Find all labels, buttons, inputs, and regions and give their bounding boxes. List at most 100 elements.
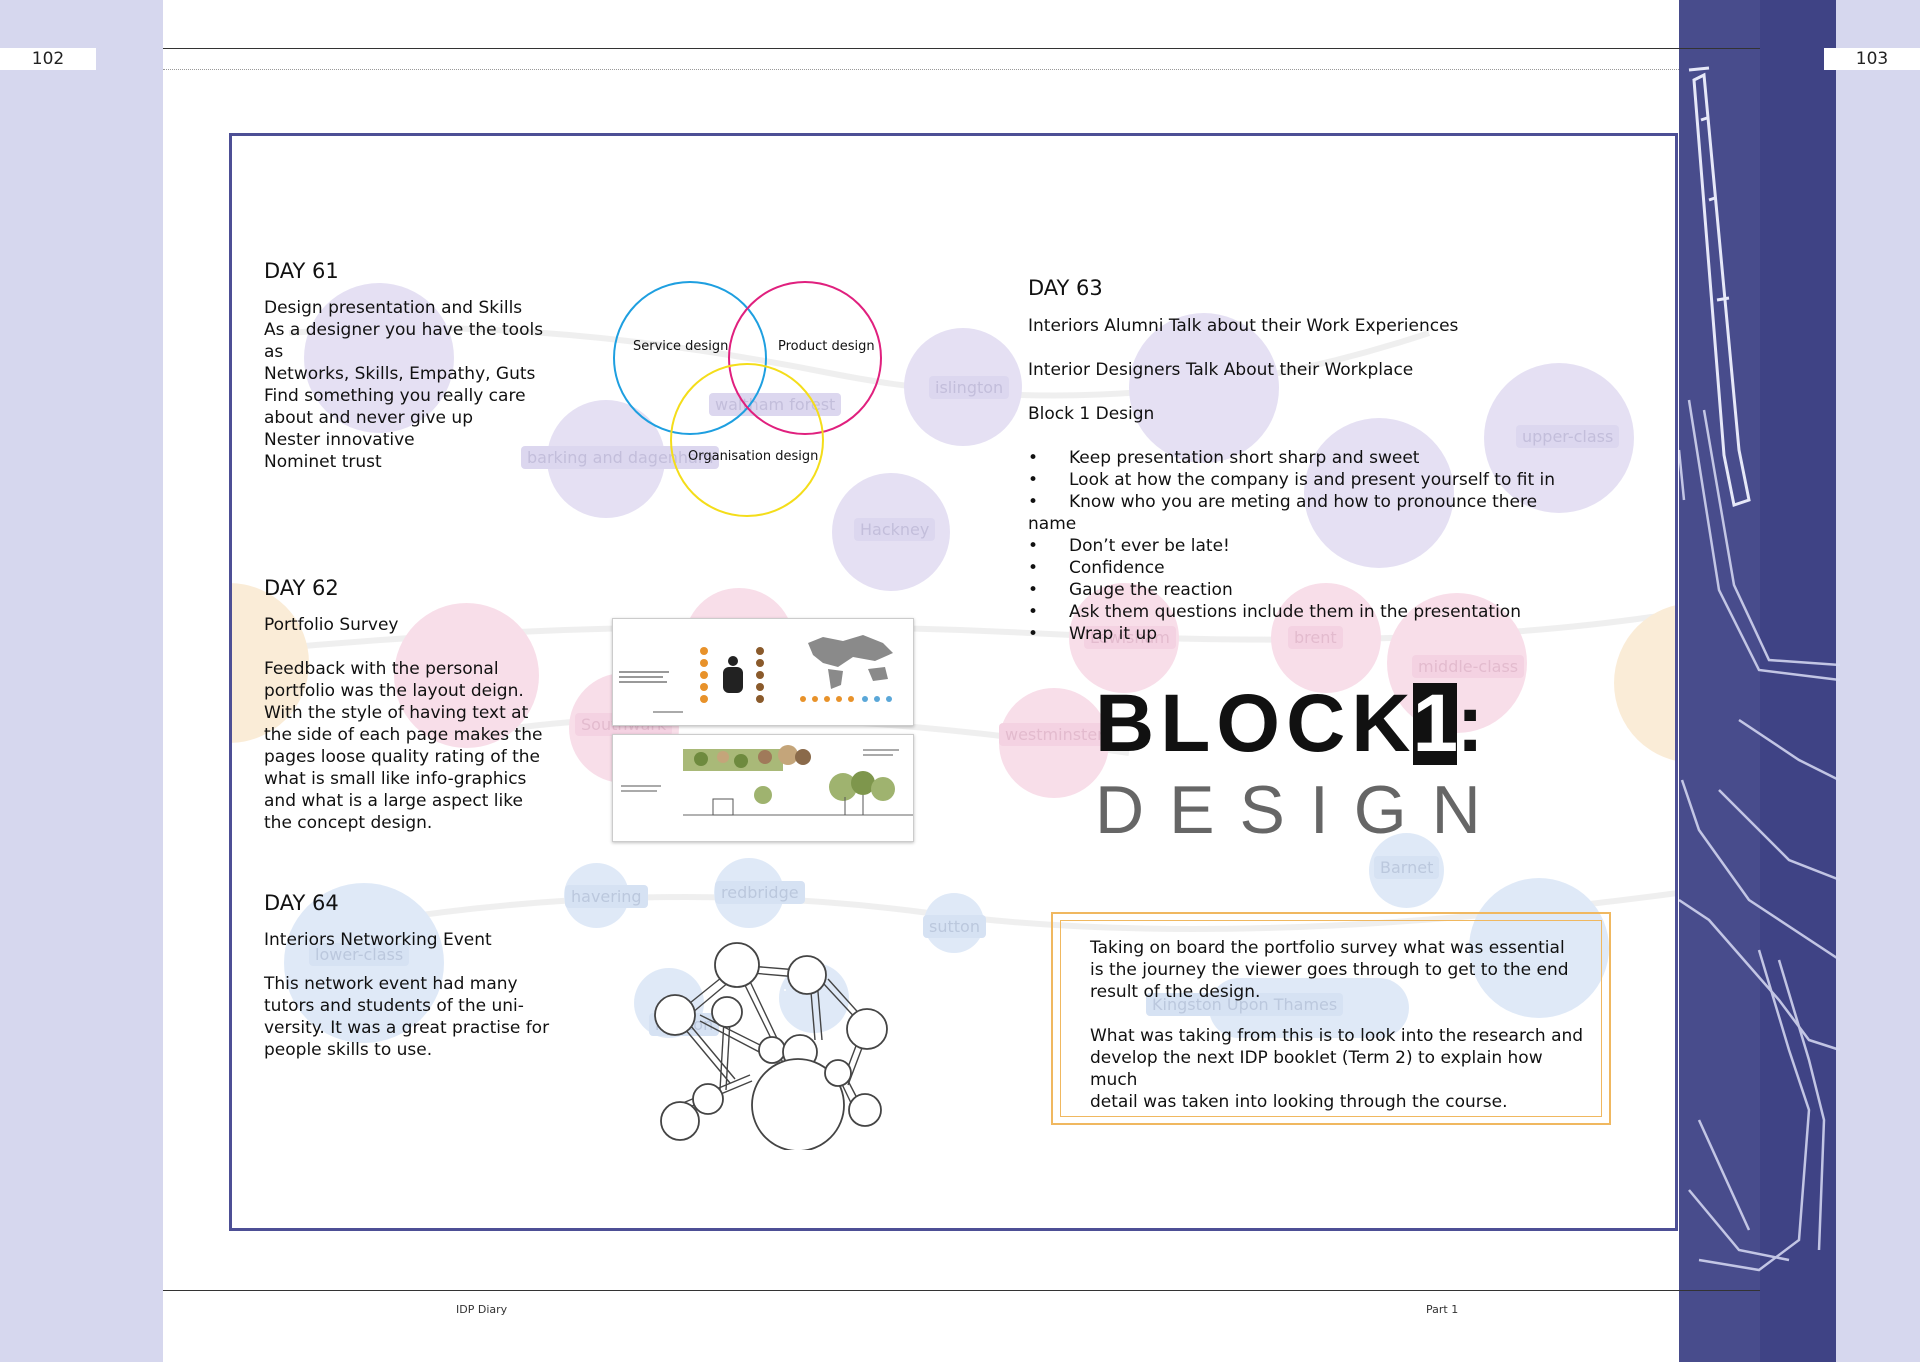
map-label: upper-class (1516, 425, 1620, 448)
list-item-text: Wrap it up (1069, 624, 1158, 644)
bubble-pink (999, 688, 1109, 798)
page-number-left: 102 (0, 48, 96, 70)
day63-designers-talk: Interior Designers Talk About their Work… (1028, 360, 1414, 380)
paragraph-gap (1090, 1003, 1590, 1025)
day63-bullet-list: •Keep presentation short sharp and sweet… (1028, 447, 1588, 645)
bubble-blue (1469, 878, 1609, 1018)
map-label: Kingston Upon Thames (1146, 993, 1344, 1016)
day63-block1-heading: Block 1 Design (1028, 404, 1155, 424)
portfolio-thumbnail-concept (612, 734, 914, 842)
text-line: This network event had many (264, 974, 518, 994)
list-item: •Don’t ever be late! (1028, 536, 1230, 556)
list-item-text: Confidence (1069, 558, 1165, 578)
bubble-pink (394, 603, 539, 748)
text-line: portfolio was the layout deign. (264, 681, 524, 701)
text-line: Find something you really care (264, 386, 526, 406)
map-label: westminster (999, 723, 1110, 746)
pen-sketch-illustration (1679, 66, 1840, 1272)
text-line: Taking on board the portfolio survey wha… (1090, 938, 1565, 958)
network-diagram (654, 942, 888, 1150)
page-number-right: 103 (1824, 48, 1920, 70)
day61-title: DAY 61 (264, 259, 339, 283)
list-item: •Wrap it up (1028, 624, 1158, 644)
list-item-text: Look at how the company is and present y… (1069, 470, 1556, 490)
venn-label-organisation: Organisation design (688, 449, 819, 464)
text-line: pages loose quality rating of the (264, 747, 540, 767)
bubble-purple (1484, 363, 1634, 513)
text-line: is the journey the viewer goes through t… (1090, 960, 1569, 980)
bubble-blue (284, 883, 444, 1043)
map-label: havering (565, 885, 648, 908)
day62-title: DAY 62 (264, 576, 339, 600)
text-line: what is small like info-graphics (264, 769, 527, 789)
text-line: the side of each page makes the (264, 725, 543, 745)
bubble-blue (924, 893, 984, 953)
day62-subtitle: Portfolio Survey (264, 615, 399, 635)
map-label: Hackney (854, 518, 936, 541)
map-label: lower-class (309, 943, 410, 966)
text-line: Nester innovative (264, 430, 415, 450)
day63-title: DAY 63 (1028, 276, 1103, 300)
text-line: develop the next IDP booklet (Term 2) to… (1090, 1048, 1543, 1090)
text-line: What was taking from this is to look int… (1090, 1026, 1584, 1046)
bubble-blue (564, 863, 629, 928)
text-line: people skills to use. (264, 1040, 433, 1060)
text-line: the concept design. (264, 813, 433, 833)
note-box-inner (1060, 920, 1602, 1117)
design-word: DESIGN (1095, 772, 1506, 848)
bubble-blue (714, 858, 784, 928)
list-item: •Look at how the company is and present … (1028, 470, 1556, 490)
block-colon: : (1456, 678, 1484, 769)
venn-label-product: Product design (778, 339, 875, 354)
top-rule (163, 48, 1760, 49)
footer-left: IDP Diary (456, 1303, 508, 1316)
text-line: versity. It was a great practise for (264, 1018, 550, 1038)
bubble-pink (1271, 583, 1381, 693)
map-label: islington (929, 376, 1010, 399)
list-item: •Gauge the reaction (1028, 580, 1233, 600)
text-line: tutors and students of the uni- (264, 996, 524, 1016)
text-line: about and never give up (264, 408, 473, 428)
note-text: Taking on board the portfolio survey wha… (1090, 937, 1590, 1113)
text-line: as (264, 342, 284, 362)
portfolio-thumbnail-infographic (612, 618, 914, 726)
text-line: As a designer you have the tools (264, 320, 544, 340)
day63-alumni-talk: Interiors Alumni Talk about their Work E… (1028, 316, 1459, 336)
list-item: •Confidence (1028, 558, 1165, 578)
text-line: Nominet trust (264, 452, 382, 472)
bubble-purple (1304, 418, 1454, 568)
bubble-blue (1369, 833, 1444, 908)
map-label: Lewisham (1084, 626, 1176, 649)
map-label: barking and dagenham (521, 446, 720, 469)
venn-label-service: Service design (633, 339, 729, 354)
map-label: redbridge (715, 881, 805, 904)
block1-logo: BLOCK1: (1095, 683, 1484, 765)
venn-circle-organisation (670, 363, 824, 517)
infographic-image (619, 635, 893, 713)
list-item-text: Don’t ever be late! (1069, 536, 1230, 556)
note-box-outer (1051, 912, 1611, 1125)
bubble-purple (904, 328, 1022, 446)
text-line: Networks, Skills, Empathy, Guts (264, 364, 536, 384)
text-line: detail was taken into looking through th… (1090, 1092, 1508, 1112)
bubble-purple (832, 473, 950, 591)
map-label: brent (1288, 626, 1343, 649)
list-item-text: Know who you are meting and how to prono… (1028, 492, 1538, 534)
concept-design-image (621, 745, 913, 816)
list-item: •Keep presentation short sharp and sweet (1028, 448, 1420, 468)
day64-title: DAY 64 (264, 891, 339, 915)
bubble-pink (1387, 593, 1527, 733)
text-line: With the style of having text at (264, 703, 529, 723)
footer-right: Part 1 (1426, 1303, 1459, 1316)
list-item: •Know who you are meting and how to pron… (1028, 492, 1538, 534)
text-line: and what is a large aspect like (264, 791, 523, 811)
content-frame (229, 133, 1678, 1231)
map-label: sutton (923, 915, 986, 938)
day61-text: Design presentation and Skills As a desi… (264, 297, 564, 473)
bubble-pink (1069, 583, 1179, 693)
day62-text: Feedback with the personal portfolio was… (264, 658, 564, 834)
map-label: Barnet (1374, 856, 1440, 879)
bottom-rule (163, 1290, 1760, 1291)
right-dark-band-inner (1760, 0, 1840, 1362)
text-line: result of the design. (1090, 982, 1261, 1002)
